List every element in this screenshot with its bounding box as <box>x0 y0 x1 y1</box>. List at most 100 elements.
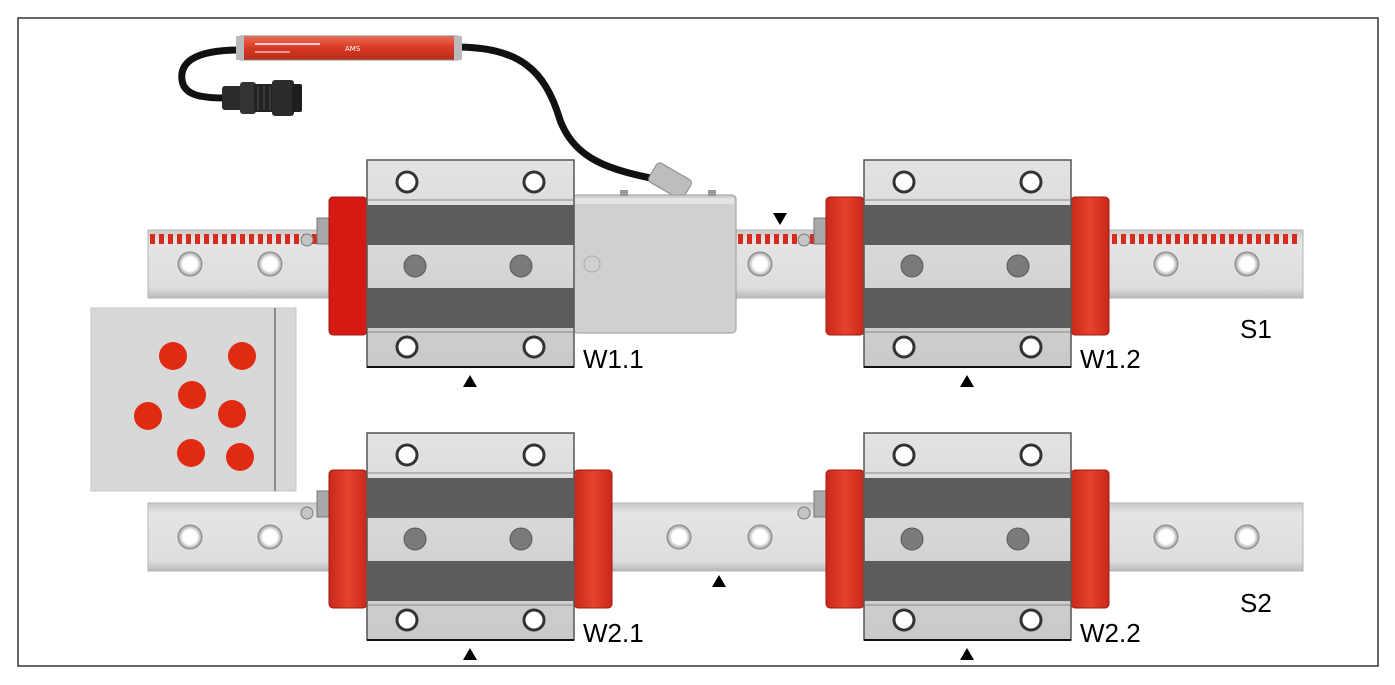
scale-mark <box>747 234 752 244</box>
carriage-band <box>864 478 1071 518</box>
scale-mark <box>213 234 218 244</box>
scale-mark <box>1112 234 1117 244</box>
mounting-hole-icon <box>666 524 692 550</box>
scale-mark <box>756 234 761 244</box>
end-seal-right <box>1070 196 1110 336</box>
end-seal-left <box>825 469 865 609</box>
mounting-hole-icon <box>892 170 916 194</box>
scale-mark <box>783 234 788 244</box>
mounting-hole-icon <box>1153 251 1179 277</box>
mounting-hole-icon <box>1019 335 1043 359</box>
scale-mark <box>195 234 200 244</box>
scale-mark <box>159 234 164 244</box>
scale-mark <box>240 234 245 244</box>
mounting-hole-icon <box>257 524 283 550</box>
carriage-band <box>864 205 1071 245</box>
carriage-w2-2 <box>797 432 1110 660</box>
scale-mark <box>285 234 290 244</box>
scale-mark <box>150 234 155 244</box>
scale-mark <box>1202 234 1207 244</box>
scale-mark <box>1283 234 1288 244</box>
carriage-band <box>864 561 1071 601</box>
label-w1-1: W1.1 <box>583 344 644 374</box>
mounting-hole-icon <box>257 251 283 277</box>
scale-mark <box>231 234 236 244</box>
carriage-body <box>863 432 1072 641</box>
scale-mark <box>1256 234 1261 244</box>
sensor-head-label: AMS <box>345 45 361 53</box>
triangle-down-marker-icon <box>773 213 787 225</box>
triangle-marker-icon <box>463 648 477 660</box>
label-s1: S1 <box>1240 314 1272 344</box>
end-seal-left <box>328 469 368 609</box>
carriage-w1-1 <box>300 159 575 387</box>
carriage-body <box>366 432 575 641</box>
mounting-hole-icon <box>892 335 916 359</box>
scale-mark <box>1211 234 1216 244</box>
scale-mark <box>186 234 191 244</box>
bolt-icon <box>403 254 427 278</box>
scale-mark <box>738 234 743 244</box>
carriage-w1-2 <box>797 159 1110 387</box>
scale-mark <box>792 234 797 244</box>
scale-mark <box>177 234 182 244</box>
end-seal-left <box>328 196 368 336</box>
scale-mark <box>1148 234 1153 244</box>
mounting-hole-icon <box>1019 443 1043 467</box>
carriage-band <box>367 561 574 601</box>
bolt-icon <box>509 527 533 551</box>
scale-mark <box>1274 234 1279 244</box>
bolt-icon <box>1006 254 1030 278</box>
rail-s1-scale <box>150 234 1297 244</box>
mounting-hole-icon <box>395 608 419 632</box>
mounting-hole-icon <box>395 443 419 467</box>
scale-mark <box>204 234 209 244</box>
scale-mark <box>249 234 254 244</box>
scale-mark <box>1292 234 1297 244</box>
bolt-icon <box>403 527 427 551</box>
end-seal-right <box>1070 469 1110 609</box>
scale-mark <box>765 234 770 244</box>
mounting-hole-icon <box>522 170 546 194</box>
carriage-band <box>367 288 574 328</box>
bolt-icon <box>509 254 533 278</box>
scale-mark <box>276 234 281 244</box>
label-w1-2: W1.2 <box>1080 344 1141 374</box>
scale-mark <box>810 234 815 244</box>
scale-mark <box>1193 234 1198 244</box>
mounting-hole-icon <box>747 524 773 550</box>
mounting-hole-icon <box>1234 524 1260 550</box>
bolt-icon <box>900 527 924 551</box>
scale-mark <box>1247 234 1252 244</box>
mounting-hole-icon <box>1019 608 1043 632</box>
carriage-band <box>864 288 1071 328</box>
mounting-hole-icon <box>1153 524 1179 550</box>
carriage-body <box>863 159 1072 368</box>
cable-connector <box>222 80 302 116</box>
mounting-hole-icon <box>1234 251 1260 277</box>
carriages <box>300 159 1110 660</box>
measuring-housing <box>572 190 737 334</box>
mounting-hole-icon <box>1019 170 1043 194</box>
label-s2: S2 <box>1240 588 1272 618</box>
mounting-hole-icon <box>892 443 916 467</box>
mounting-hole-icon <box>177 251 203 277</box>
triangle-marker-icon <box>712 575 726 587</box>
scale-mark <box>1220 234 1225 244</box>
sensor-assembly: AMS <box>178 35 692 200</box>
triangle-marker-icon <box>960 375 974 387</box>
scale-mark <box>1157 234 1162 244</box>
mounting-hole-icon <box>522 335 546 359</box>
scale-mark <box>1139 234 1144 244</box>
carriage-band <box>367 478 574 518</box>
scale-mark <box>267 234 272 244</box>
sensor-cable-loop <box>178 46 244 102</box>
mounting-hole-icon <box>177 524 203 550</box>
triangle-marker-icon <box>463 375 477 387</box>
scale-mark <box>774 234 779 244</box>
scale-mark <box>1175 234 1180 244</box>
inset-dots <box>134 342 256 471</box>
scale-mark <box>1265 234 1270 244</box>
rail-s2-holes <box>177 524 1260 550</box>
